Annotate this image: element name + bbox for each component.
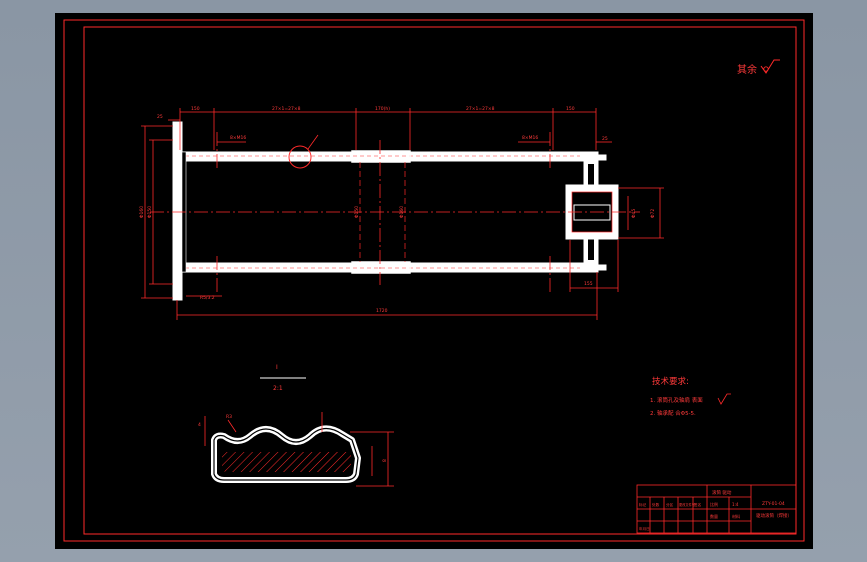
tech-roughness-icon bbox=[717, 393, 731, 405]
detail-circle bbox=[288, 145, 312, 169]
title-material: 材料 bbox=[732, 513, 740, 519]
mid-rib-bottom bbox=[351, 261, 411, 274]
detail-leader bbox=[307, 134, 319, 150]
dim-150-right: 150 bbox=[566, 106, 575, 112]
title-row-0: 标记 bbox=[639, 502, 647, 507]
dim-phi-outer: Φ160 bbox=[139, 206, 145, 218]
roughness-circle-icon bbox=[763, 66, 769, 72]
dim-25-left: 25 bbox=[157, 114, 163, 120]
inner-frame bbox=[83, 26, 797, 535]
left-flange bbox=[172, 121, 183, 301]
dim-170: 170(h) bbox=[375, 106, 390, 112]
title-scale: 1:4 bbox=[732, 502, 739, 507]
title-row-1: 处数 bbox=[652, 502, 660, 507]
dim-span-2: 27×1=27×8 bbox=[466, 106, 495, 112]
drawing-paper bbox=[55, 13, 813, 549]
title-row-4: 签名 bbox=[694, 502, 702, 507]
title-scale-label: 比例 bbox=[710, 501, 718, 507]
dim-155: 155 bbox=[584, 281, 593, 287]
dim-phi-mid-2: Φ160 bbox=[399, 206, 405, 218]
right-stud-top bbox=[597, 154, 607, 161]
tech-title: 技术要求: bbox=[652, 376, 689, 387]
right-stud-bottom bbox=[597, 264, 607, 271]
title-row-5: 年月日 bbox=[639, 526, 650, 531]
detail-label: I bbox=[276, 364, 278, 371]
title-part: 驱动滚筒（焊接） bbox=[756, 512, 792, 519]
dim-total: 1720 bbox=[376, 308, 388, 314]
dim-phi-hub: Φ45 bbox=[631, 209, 637, 218]
detail-dim-a: 4 bbox=[198, 422, 201, 428]
title-drawing-no: ZTY-01-04 bbox=[762, 501, 785, 507]
tech-line-2: 2. 轴承配 合Φ5-5. bbox=[650, 409, 696, 417]
detail-dim-c: 8 bbox=[382, 459, 388, 462]
dim-phi-mid-1: Φ150 bbox=[354, 206, 360, 218]
hole-note-right: 8×M16 bbox=[522, 135, 538, 141]
title-row-2: 分区 bbox=[666, 502, 674, 507]
outer-frame bbox=[63, 19, 805, 542]
dim-span-1: 27×1=27×8 bbox=[272, 106, 301, 112]
dim-phi-inner: Φ150 bbox=[147, 206, 153, 218]
hub-shaft bbox=[573, 204, 611, 221]
title-block bbox=[636, 484, 797, 534]
title-row-3: 更改文件号 bbox=[679, 502, 695, 507]
roughness-note: 其余 bbox=[737, 63, 757, 76]
detail-scale: 2:1 bbox=[273, 385, 283, 392]
bottom-note: R5/3.2 bbox=[200, 295, 215, 301]
dim-phi-hub-2: Φ72 bbox=[650, 209, 656, 218]
dim-150-left: 150 bbox=[191, 106, 200, 112]
detail-dim-b: R3 bbox=[226, 414, 232, 420]
drum-top-wall bbox=[179, 151, 585, 162]
title-name: 滚筒 驱动 bbox=[712, 489, 732, 496]
drum-bottom-wall bbox=[179, 262, 585, 273]
dim-25-right: 25 bbox=[602, 136, 608, 142]
hole-note-left: 8×M16 bbox=[230, 135, 246, 141]
detail-section bbox=[211, 425, 361, 483]
title-qty: 数量 bbox=[710, 513, 718, 519]
tech-line-1: 1. 滚筒孔及轴肩 表面 bbox=[650, 396, 703, 404]
mid-rib-top bbox=[351, 150, 411, 163]
